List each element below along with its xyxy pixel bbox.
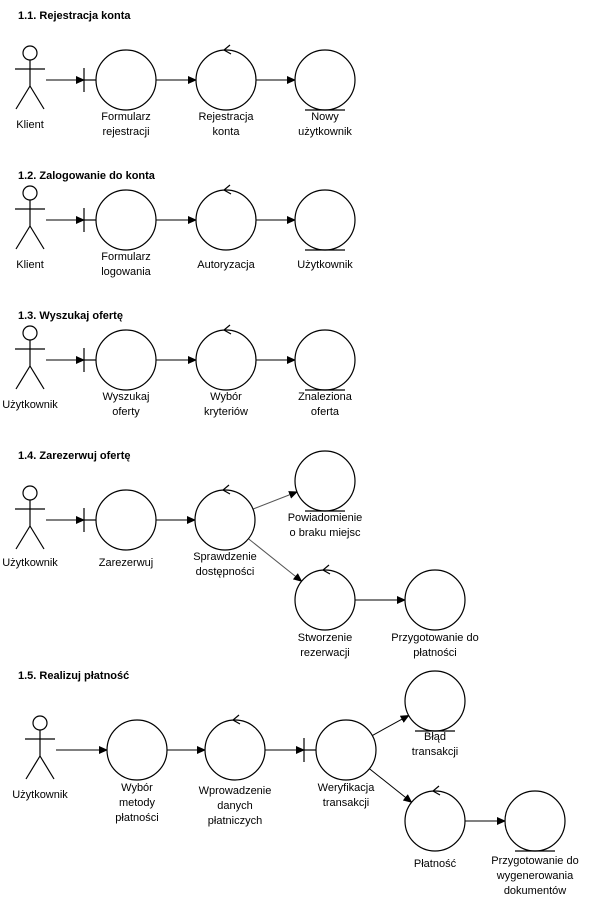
section-title: 1.4. Zarezerwuj ofertę <box>18 450 131 462</box>
node-label: oferta <box>311 406 340 418</box>
node-label: kryteriów <box>204 406 248 418</box>
node-label: Klient <box>16 119 44 131</box>
edge-c4-e4a <box>252 491 298 510</box>
entity-node-e5 <box>404 670 466 732</box>
node-label: o braku miejsc <box>290 527 361 539</box>
control-node-c4b <box>294 564 356 631</box>
actor-node-a5 <box>25 715 55 780</box>
node-label: oferty <box>112 406 140 418</box>
control-node-c4 <box>194 484 256 551</box>
node-label: transakcji <box>412 746 458 758</box>
actor-node-a2 <box>15 185 45 250</box>
section-title: 1.1. Rejestracja konta <box>18 10 131 22</box>
entity-node-e3 <box>294 329 356 391</box>
entity-node-e1 <box>294 49 356 111</box>
boundary-node-w5 <box>303 719 377 781</box>
entity-node-e5b <box>504 790 566 852</box>
actor-node-a4 <box>15 485 45 550</box>
node-label: dokumentów <box>504 885 566 897</box>
control-node-c2 <box>195 184 257 251</box>
node-label: konta <box>213 126 241 138</box>
node-label: Wprowadzenie <box>199 785 272 797</box>
section-title: 1.5. Realizuj płatność <box>18 670 129 682</box>
section-title: 1.2. Zalogowanie do konta <box>18 170 156 182</box>
edge-w5-c5b <box>369 768 413 803</box>
control-node-c5b <box>404 785 466 852</box>
plain-node-b5 <box>106 719 168 781</box>
node-label: Wyszukaj <box>103 391 150 403</box>
node-label: Weryfikacja <box>318 782 376 794</box>
node-label: Stworzenie <box>298 632 352 644</box>
node-label: Użytkownik <box>12 789 68 801</box>
node-label: Sprawdzenie <box>193 551 257 563</box>
boundary-node-b4 <box>83 489 157 551</box>
node-label: Użytkownik <box>2 399 58 411</box>
boundary-node-b1 <box>83 49 157 111</box>
plain-node-p4 <box>404 569 466 631</box>
node-label: Znaleziona <box>298 391 353 403</box>
node-label: Użytkownik <box>297 259 353 271</box>
node-label: płatności <box>115 812 158 824</box>
node-label: Przygotowanie do <box>491 855 578 867</box>
actor-node-a3 <box>15 325 45 390</box>
control-node-c5 <box>204 714 266 781</box>
node-label: rezerwacji <box>300 647 350 659</box>
node-label: Formularz <box>101 111 151 123</box>
node-label: Płatność <box>414 858 457 870</box>
node-label: Nowy <box>311 111 339 123</box>
node-label: Błąd <box>424 731 446 743</box>
boundary-node-b3 <box>83 329 157 391</box>
node-label: Autoryzacja <box>197 259 255 271</box>
node-label: użytkownik <box>298 126 352 138</box>
node-label: transakcji <box>323 797 369 809</box>
edge-w5-e5 <box>372 714 410 736</box>
node-label: Klient <box>16 259 44 271</box>
node-label: Użytkownik <box>2 557 58 569</box>
node-label: Przygotowanie do <box>391 632 478 644</box>
node-label: płatności <box>413 647 456 659</box>
node-label: wygenerowania <box>496 870 574 882</box>
boundary-node-b2 <box>83 189 157 251</box>
node-label: dostępności <box>196 566 255 578</box>
entity-node-e4a <box>294 450 356 512</box>
entity-node-e2 <box>294 189 356 251</box>
actor-node-a1 <box>15 45 45 110</box>
control-node-c1 <box>195 44 257 111</box>
node-label: danych <box>217 800 252 812</box>
node-label: Wybór <box>121 782 153 794</box>
node-label: rejestracji <box>102 126 149 138</box>
node-label: Wybór <box>210 391 242 403</box>
edge-c4-c4b <box>248 538 303 582</box>
node-label: logowania <box>101 266 151 278</box>
section-title: 1.3. Wyszukaj ofertę <box>18 310 123 322</box>
node-label: płatniczych <box>208 815 262 827</box>
control-node-c3 <box>195 324 257 391</box>
node-label: Formularz <box>101 251 151 263</box>
node-label: Rejestracja <box>198 111 254 123</box>
node-label: Powiadomienie <box>288 512 363 524</box>
node-label: metody <box>119 797 156 809</box>
node-label: Zarezerwuj <box>99 557 153 569</box>
